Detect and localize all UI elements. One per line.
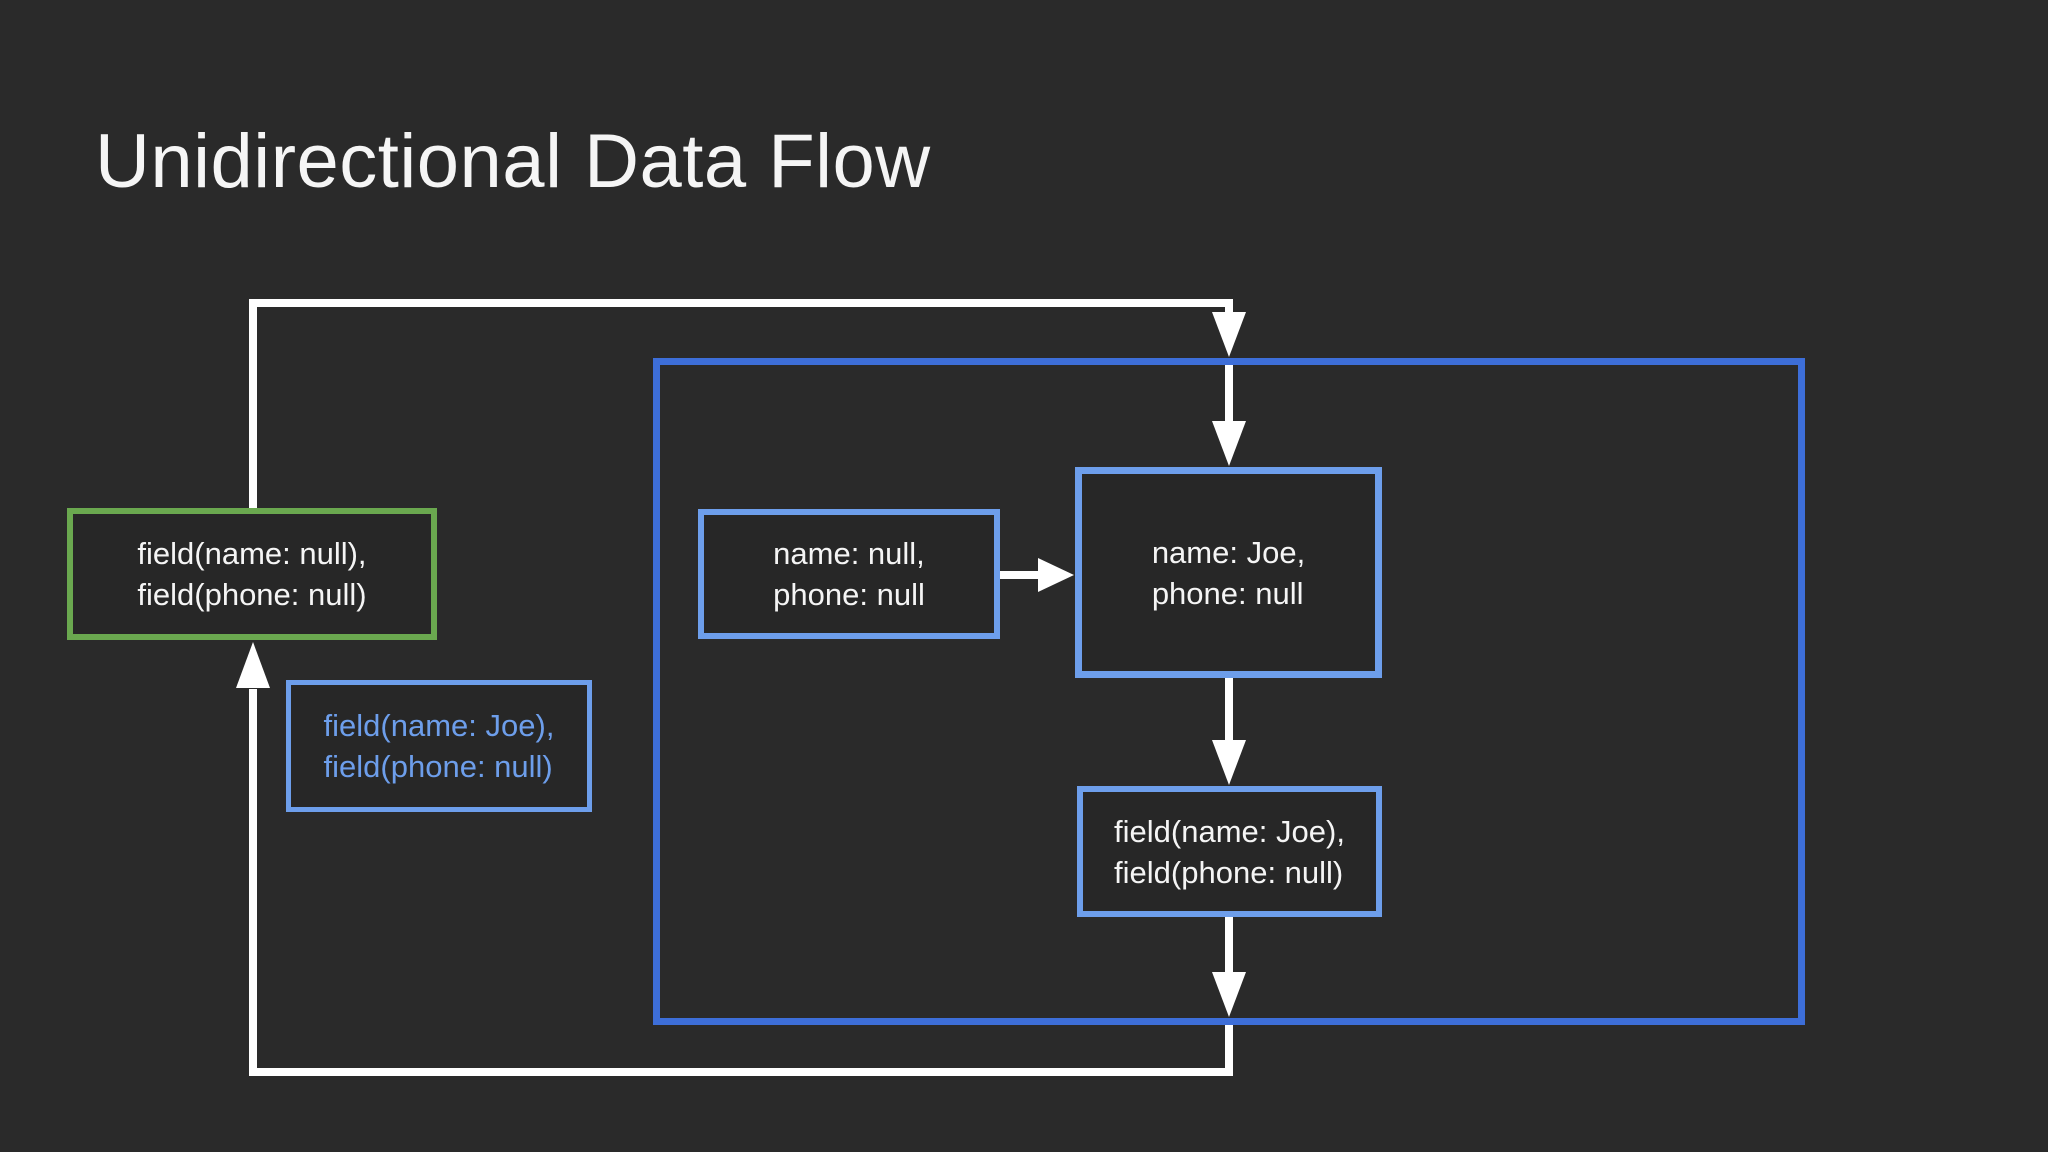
node-store-fields-joe-text: field(name: Joe), field(phone: null) bbox=[1114, 811, 1345, 893]
arrowhead-into-state-joe-left bbox=[1038, 558, 1074, 592]
arrowhead-into-store-fields bbox=[1212, 740, 1246, 785]
node-text-line: field(phone: null) bbox=[137, 577, 367, 612]
arrowhead-into-container-bottom bbox=[1212, 972, 1246, 1017]
node-text-line: name: Joe, bbox=[1151, 534, 1306, 570]
node-state-null-text: name: null, phone: null bbox=[773, 533, 925, 615]
loop-top-line bbox=[249, 299, 1233, 508]
node-text-line: field(phone: null) bbox=[323, 749, 553, 784]
node-fields-null: field(name: null), field(phone: null) bbox=[67, 508, 437, 640]
node-store-fields-joe: field(name: Joe), field(phone: null) bbox=[1077, 786, 1382, 917]
node-text-line: phone: null bbox=[1151, 575, 1304, 611]
arrowhead-into-container-top bbox=[1212, 312, 1246, 357]
node-fields-null-text: field(name: null), field(phone: null) bbox=[137, 533, 366, 615]
node-text-line: field(name: null), bbox=[137, 536, 367, 571]
node-text-line: field(phone: null) bbox=[1114, 854, 1344, 890]
node-text-line: field(name: Joe), bbox=[323, 708, 555, 743]
arrowhead-into-green-box bbox=[236, 642, 270, 688]
node-state-joe: name: Joe, phone: null bbox=[1075, 467, 1382, 678]
node-text-line: field(name: Joe), bbox=[1114, 813, 1345, 849]
slide-title: Unidirectional Data Flow bbox=[95, 119, 931, 204]
node-state-joe-text: name: Joe, phone: null bbox=[1152, 532, 1305, 614]
node-action-fields-joe: field(name: Joe), field(phone: null) bbox=[286, 680, 592, 812]
store-container-box bbox=[653, 358, 1805, 1025]
arrowhead-into-state-joe bbox=[1212, 421, 1246, 466]
node-action-fields-joe-text: field(name: Joe), field(phone: null) bbox=[324, 705, 555, 787]
node-text-line: name: null, bbox=[773, 536, 925, 571]
node-state-null: name: null, phone: null bbox=[698, 509, 1000, 639]
node-text-line: phone: null bbox=[773, 577, 925, 612]
loop-bottom-line bbox=[249, 689, 1233, 1076]
